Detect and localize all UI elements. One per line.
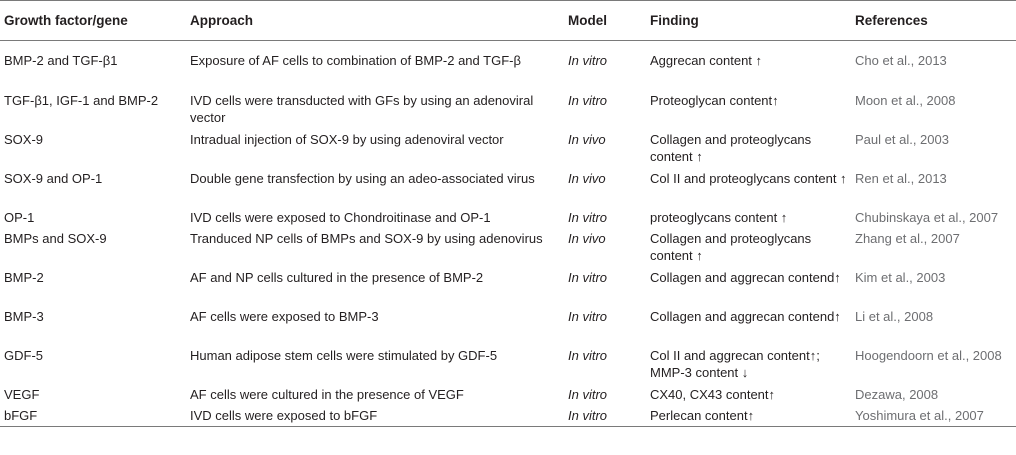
reference-cell: Zhang et al., 2007 — [855, 230, 960, 246]
table-body: BMP-2 and TGF-β1 Exposure of AF cells to… — [0, 41, 1016, 427]
table-row: BMP-2 and TGF-β1 Exposure of AF cells to… — [0, 41, 1016, 89]
finding-cell: Perlecan content↑ — [646, 403, 851, 427]
gene-cell: bFGF — [0, 403, 186, 427]
model-cell: In vitro — [568, 308, 608, 324]
model-cell: In vivo — [568, 131, 606, 147]
model-cell: In vitro — [568, 92, 608, 108]
finding-cell: Proteoglycan content↑ — [650, 92, 779, 108]
approach-cell: Intradual injection of SOX-9 by using ad… — [190, 131, 504, 147]
finding-cell: Collagen and aggrecan contend↑ — [650, 269, 841, 285]
gene-cell: TGF-β1, IGF-1 and BMP-2 — [4, 92, 159, 108]
model-cell: In vivo — [568, 170, 606, 186]
finding-cell: Aggrecan content ↑ — [650, 53, 763, 68]
approach-cell: Double gene transfection by using an ade… — [190, 170, 535, 186]
finding-cell: proteoglycans content ↑ — [650, 209, 788, 225]
table-row: TGF-β1, IGF-1 and BMP-2 IVD cells were t… — [0, 89, 1016, 128]
table-row: VEGF AF cells were cultured in the prese… — [0, 383, 1016, 404]
gene-cell: BMPs and SOX-9 — [4, 230, 107, 246]
gene-cell: BMP-2 — [4, 269, 44, 285]
approach-cell: IVD cells were exposed to bFGF — [186, 403, 568, 427]
finding-cell: Col II and aggrecan content↑; MMP-3 cont… — [650, 347, 820, 380]
gene-cell: BMP-2 and TGF-β1 — [4, 53, 118, 68]
table-row: BMP-3 AF cells were exposed to BMP-3 In … — [0, 305, 1016, 344]
reference-cell: Li et al., 2008 — [855, 308, 934, 324]
model-cell: In vitro — [568, 209, 608, 225]
table-row: BMP-2 AF and NP cells cultured in the pr… — [0, 266, 1016, 305]
gene-cell: BMP-3 — [4, 308, 44, 324]
reference-cell: Paul et al., 2003 — [855, 131, 949, 147]
approach-cell: Human adipose stem cells were stimulated… — [190, 347, 498, 363]
growth-factor-table: Growth factor/gene Approach Model Findin… — [0, 0, 1016, 427]
reference-cell: Cho et al., 2013 — [855, 53, 947, 68]
approach-cell: Tranduced NP cells of BMPs and SOX-9 by … — [190, 230, 543, 246]
reference-cell: Dezawa, 2008 — [855, 386, 939, 402]
header-approach: Approach — [186, 0, 568, 41]
gene-cell: SOX-9 and OP-1 — [4, 170, 103, 186]
model-cell: In vitro — [568, 347, 608, 363]
header-references: References — [851, 0, 1016, 41]
table-row: OP-1 IVD cells were exposed to Chondroit… — [0, 206, 1016, 227]
approach-cell: AF cells were exposed to BMP-3 — [190, 308, 379, 324]
table-row: SOX-9 Intradual injection of SOX-9 by us… — [0, 128, 1016, 167]
table-row: SOX-9 and OP-1 Double gene transfection … — [0, 167, 1016, 206]
finding-cell: Collagen and proteoglycans content ↑ — [650, 131, 812, 164]
gene-cell: GDF-5 — [4, 347, 43, 363]
reference-cell: Kim et al., 2003 — [855, 269, 946, 285]
header-model: Model — [568, 0, 646, 41]
reference-cell: Moon et al., 2008 — [855, 92, 956, 108]
table-row: GDF-5 Human adipose stem cells were stim… — [0, 344, 1016, 383]
header-row: Growth factor/gene Approach Model Findin… — [0, 0, 1016, 41]
finding-cell: CX40, CX43 content↑ — [650, 386, 776, 402]
table-row: BMPs and SOX-9 Tranduced NP cells of BMP… — [0, 227, 1016, 266]
approach-cell: IVD cells were exposed to Chondroitinase… — [190, 209, 491, 225]
growth-factor-table-container: Growth factor/gene Approach Model Findin… — [0, 0, 1016, 427]
gene-cell: VEGF — [4, 386, 40, 402]
model-cell: In vitro — [568, 386, 608, 402]
model-cell: In vivo — [568, 230, 606, 246]
approach-cell: IVD cells were transducted with GFs by u… — [190, 92, 534, 125]
reference-cell: Hoogendoorn et al., 2008 — [855, 347, 1002, 363]
approach-cell: AF and NP cells cultured in the presence… — [190, 269, 484, 285]
reference-cell: Yoshimura et al., 2007 — [851, 403, 1016, 427]
table-header: Growth factor/gene Approach Model Findin… — [0, 0, 1016, 41]
reference-cell: Ren et al., 2013 — [855, 170, 947, 186]
table-row: bFGF IVD cells were exposed to bFGF In v… — [0, 403, 1016, 427]
finding-cell: Col II and proteoglycans content ↑ — [650, 170, 847, 186]
reference-cell: Chubinskaya et al., 2007 — [855, 209, 999, 225]
gene-cell: OP-1 — [4, 209, 35, 225]
finding-cell: Collagen and proteoglycans content ↑ — [650, 230, 812, 263]
approach-cell: AF cells were cultured in the presence o… — [190, 386, 464, 402]
model-cell: In vitro — [568, 269, 608, 285]
gene-cell: SOX-9 — [4, 131, 44, 147]
model-cell: In vitro — [568, 53, 608, 68]
header-gene: Growth factor/gene — [0, 0, 186, 41]
finding-cell: Collagen and aggrecan contend↑ — [650, 308, 841, 324]
header-finding: Finding — [646, 0, 851, 41]
approach-cell: Exposure of AF cells to combination of B… — [190, 53, 521, 68]
model-cell: In vitro — [568, 403, 646, 427]
